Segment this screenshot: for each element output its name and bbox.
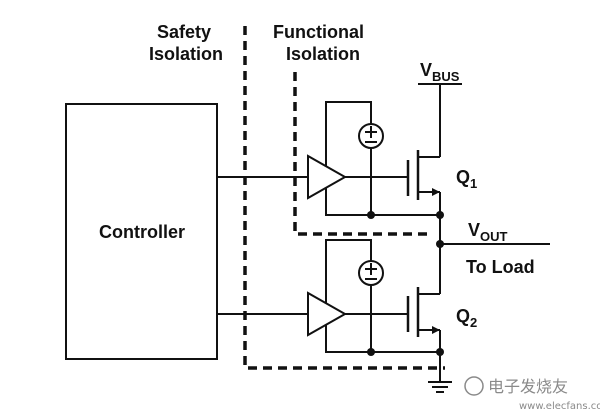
junction-dot-vout: [436, 240, 444, 248]
driver-return-wire-top: [325, 188, 440, 216]
functional-isolation-barrier: [293, 72, 430, 236]
junction-dot-q2-source: [436, 348, 444, 356]
gate-driver-top: [307, 154, 348, 200]
to-load-label: To Load: [466, 257, 535, 277]
functional-isolation-label-line2: Isolation: [286, 44, 360, 64]
driver-supply-wire-top: [325, 101, 372, 166]
watermark-logo-icon: [464, 376, 484, 396]
driver-supply-wire-bottom: [325, 239, 372, 303]
functional-isolation-label-line1: Functional: [273, 22, 364, 42]
gate-driver-bottom: [307, 291, 348, 337]
controller-label: Controller: [99, 222, 185, 242]
safety-isolation-barrier: [243, 26, 445, 370]
driver-return-wire-bottom: [325, 325, 440, 353]
junction-dot-top: [367, 211, 375, 219]
safety-isolation-label-line2: Isolation: [149, 44, 223, 64]
vbus-label: VBUS: [420, 60, 460, 84]
safety-isolation-label-line1: Safety: [157, 22, 211, 42]
watermark: 电子发烧友 www.elecfans.com: [464, 376, 600, 412]
watermark-url: www.elecfans.com: [519, 401, 600, 412]
mosfet-q1: [406, 84, 441, 200]
q2-label: Q2: [456, 306, 477, 330]
controller-block: [65, 103, 218, 360]
junction-dot-bottom: [367, 348, 375, 356]
vout-label: VOUT: [468, 220, 508, 244]
q1-label: Q1: [456, 167, 477, 191]
ground-icon: [428, 381, 452, 393]
watermark-text: 电子发烧友: [488, 377, 568, 396]
